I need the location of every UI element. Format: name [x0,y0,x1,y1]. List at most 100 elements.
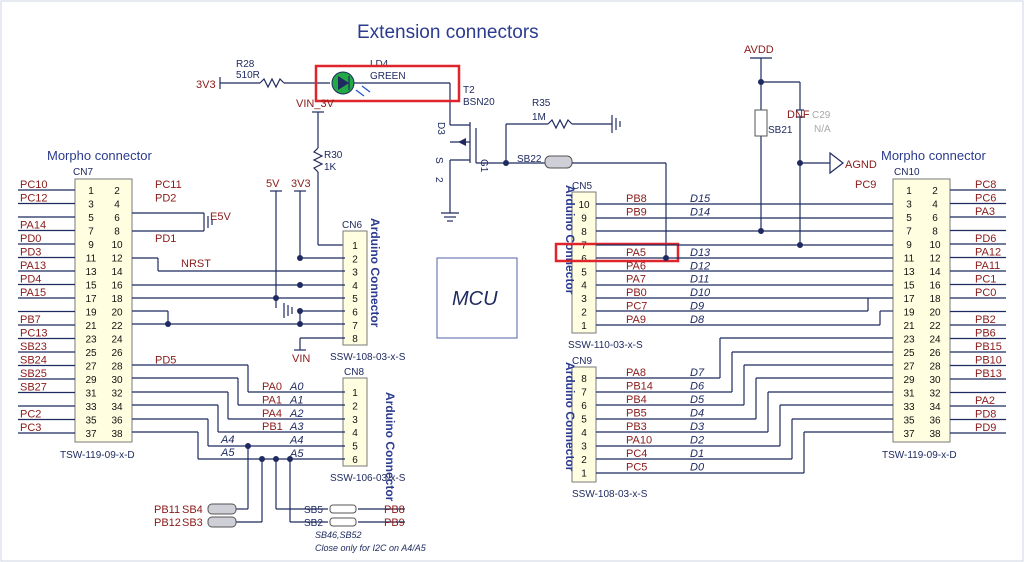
cn5-pins-signal: PB0 [626,287,647,299]
page-title: Extension connectors [357,22,539,43]
cn9-name: Arduino Connector [563,362,577,472]
sb21-label: SB21 [768,125,793,136]
cn10-pins-pin-odd: 13 [903,267,915,278]
led-color-label: GREEN [370,71,406,82]
t2-source-label: S [433,157,444,164]
cn10-pins-pin-even: 12 [929,254,941,265]
cn6-pins-pin: 4 [352,281,358,292]
cn10-pins-left-signal: PC9 [855,179,876,191]
cn10-pins-pin-odd: 31 [903,389,915,400]
cn10-pins-pin-odd: 3 [906,200,912,211]
cn7-pins-right-signal: PD5 [155,355,176,367]
cn7-pins-left-signal: SB27 [20,382,47,394]
cn10-pins-pin-even: 8 [932,227,938,238]
cn7-pins-left-signal: PA14 [20,220,46,232]
t2-pin-2: 2 [433,177,444,183]
sb-note-bridges: SB46,SB52 [315,530,362,540]
cn9-pins-signal: PC5 [626,462,647,474]
cn10-pins-pin-even: 36 [929,416,941,427]
cn10-pins-pin-even: 32 [929,389,941,400]
cn7-pins-pin-odd: 19 [85,308,97,319]
cn8-ref: CN8 [344,367,364,378]
cn5-pins-signal: PA5 [626,247,646,259]
cn6-pins-pin: 3 [352,268,358,279]
cn9-pins-arduino: D6 [690,381,705,393]
cn8-pins-arduino: A4 [289,435,303,447]
net-vin: VIN [292,353,310,365]
cn9-pins-signal: PA10 [626,435,652,447]
cn8-pins-arduino: A2 [289,408,303,420]
cn10-pins-pin-odd: 19 [903,308,915,319]
cn10-pins-pin-odd: 7 [906,227,912,238]
cn10-pins-pin-even: 18 [929,294,941,305]
cn10-pins-pin-even: 20 [929,308,941,319]
cn10-pins-pin-even: 16 [929,281,941,292]
cn10-pins-right-signal: PA12 [975,247,1001,259]
cn6-pins-pin: 6 [352,308,358,319]
cn9-pins-signal: PA8 [626,367,646,379]
cn5-name: Arduino Connector [563,185,577,295]
cn5-pins-signal: PB9 [626,206,647,218]
cn7-pins-left-signal: PB7 [20,314,41,326]
cn5-part: SSW-110-03-x-S [568,340,643,351]
cn9-pins-pin: 1 [581,469,587,480]
left-wiring: E5V NRST 5V 3V3 VIN [132,178,405,523]
cn5-pins-signal: PB8 [626,193,647,205]
cn10-pins-pin-odd: 1 [906,186,912,197]
cn7-pins-pin-even: 36 [111,416,123,427]
cn7-pins-left-signal: PC3 [20,422,41,434]
cn10-part: TSW-119-09-x-D [882,450,957,461]
cn10-pins-pin-odd: 25 [903,348,915,359]
cn5-pins-pin: 4 [581,281,587,292]
cn6-pins-pin: 1 [352,241,358,252]
cn9-pins-signal: PB14 [626,381,653,393]
cn9-pins-pin: 4 [581,428,587,439]
cn7-pins-right-signal: PD2 [155,193,176,205]
cn7-pins-pin-even: 20 [111,308,123,319]
cn10-pins-pin-odd: 21 [903,321,915,332]
cn5-pins-arduino: D12 [690,260,710,272]
cn7-pins-pin-even: 10 [111,240,123,251]
cn10-pins-pin-odd: 5 [906,213,912,224]
cn10-pins-pin-odd: 37 [903,429,915,440]
cn7-pins-left-signal: PC12 [20,193,48,205]
cn8-pins-pin: 4 [352,428,358,439]
cn7-pins-pin-odd: 17 [85,294,97,305]
cn7-pins-pin-even: 14 [111,267,123,278]
cn5-connector-body [571,191,597,334]
cn6-pins-pin: 5 [352,294,358,305]
cn5-pins-arduino: D14 [690,206,710,218]
t2-ref: T2 [463,85,475,96]
cn7-pins-left-signal: PA13 [20,260,46,272]
cn5-pins-pin: 3 [581,294,587,305]
cn10-pins-pin-odd: 27 [903,362,915,373]
cn10-pins-right-signal: PB2 [975,314,996,326]
cn9-pins-arduino: D0 [690,462,705,474]
r28-resistor [259,77,285,89]
r30-value: 1K [324,162,337,173]
cn7-pins-pin-odd: 29 [85,375,97,386]
sb4-bridge [207,503,237,515]
cn8-pins-pin: 3 [352,415,358,426]
cn7-pins-pin-odd: 27 [85,362,97,373]
r28-value: 510R [236,70,260,81]
cn10-pins-pin-even: 4 [932,200,938,211]
cn10-pins-pin-odd: 35 [903,416,915,427]
mcu-label: MCU [452,288,498,310]
cn9-pins-pin: 2 [581,455,587,466]
pa5-d13-highlight-box [554,242,680,263]
cn7-pins-left-signal: PD4 [20,274,41,286]
dnf-label: DNF [787,109,810,121]
cn10-pins-pin-even: 10 [929,240,941,251]
mcu-box [436,257,518,339]
cn5-pins-arduino: D8 [690,314,705,326]
cn7-connector-body [74,178,133,443]
cn9-ref: CN9 [572,356,592,367]
cn7-pins-left-signal: SB24 [20,355,47,367]
cn7-pins-pin-even: 2 [114,186,120,197]
cn5-pins-pin: 2 [581,308,587,319]
